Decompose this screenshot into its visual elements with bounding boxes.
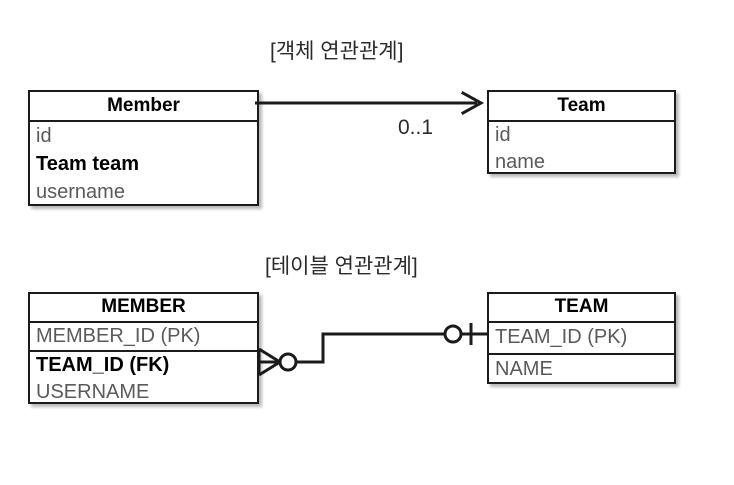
column-name: NAME bbox=[495, 358, 553, 380]
entity-title-team: Team bbox=[557, 95, 606, 116]
entity-divider bbox=[489, 120, 674, 122]
table-divider bbox=[30, 321, 257, 323]
association-arrow-member-to-team bbox=[255, 90, 485, 116]
table-divider bbox=[489, 353, 674, 355]
multiplicity-label: 0..1 bbox=[398, 116, 434, 139]
table-box-team[interactable]: TEAM TEAM_ID (PK) NAME bbox=[487, 292, 676, 384]
attribute-team-id: id bbox=[495, 124, 511, 146]
attribute-team-name: name bbox=[495, 151, 546, 173]
column-member-id-pk: MEMBER_ID (PK) bbox=[36, 325, 201, 347]
table-title-team: TEAM bbox=[554, 296, 609, 317]
entity-box-member[interactable]: Member id Team team username bbox=[28, 90, 259, 206]
attribute-member-username: username bbox=[36, 181, 125, 203]
object-section-caption: [객체 연관관계] bbox=[270, 40, 404, 63]
column-username: USERNAME bbox=[36, 381, 150, 403]
entity-divider bbox=[30, 120, 257, 122]
crows-foot-connector-member-team bbox=[257, 323, 487, 377]
column-team-id-fk: TEAM_ID (FK) bbox=[36, 354, 170, 376]
entity-title-member: Member bbox=[107, 95, 180, 116]
attribute-member-team: Team team bbox=[36, 153, 140, 175]
attribute-member-id: id bbox=[36, 125, 52, 147]
table-box-member[interactable]: MEMBER MEMBER_ID (PK) TEAM_ID (FK) USERN… bbox=[28, 292, 259, 404]
table-divider bbox=[30, 350, 257, 352]
column-team-id-pk: TEAM_ID (PK) bbox=[495, 326, 628, 348]
entity-box-team[interactable]: Team id name bbox=[487, 90, 676, 174]
table-section-caption: [테이블 연관관계] bbox=[265, 255, 418, 278]
table-title-member: MEMBER bbox=[101, 296, 186, 317]
table-divider bbox=[489, 321, 674, 323]
